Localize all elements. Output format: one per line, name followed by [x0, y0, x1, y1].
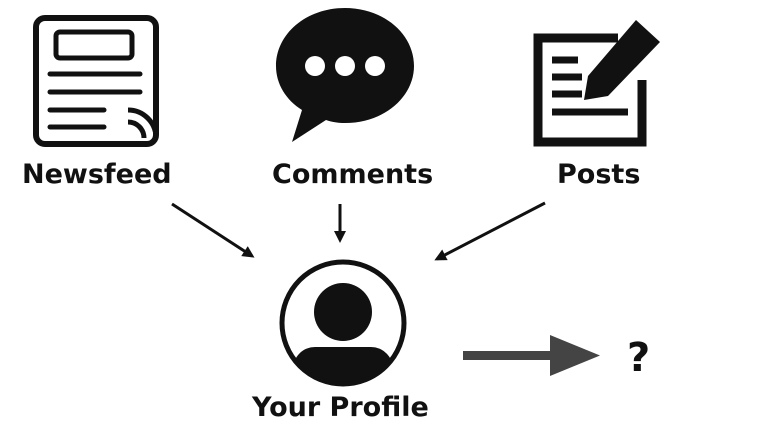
unknown-outcome-label: ?: [627, 335, 651, 381]
edit-document-icon: [530, 14, 666, 148]
newsfeed-label: Newsfeed: [22, 159, 172, 190]
posts-label: Posts: [557, 159, 641, 190]
arrow-newsfeed-to-profile: [171, 202, 255, 258]
arrow-posts-to-profile: [434, 201, 546, 261]
newsfeed-icon: [30, 14, 162, 148]
speech-bubble-icon: [270, 4, 420, 144]
arrow-profile-to-unknown: [463, 335, 600, 376]
profile-label: Your Profile: [252, 392, 429, 423]
user-avatar-icon: [277, 257, 409, 389]
comments-label: Comments: [272, 159, 434, 190]
